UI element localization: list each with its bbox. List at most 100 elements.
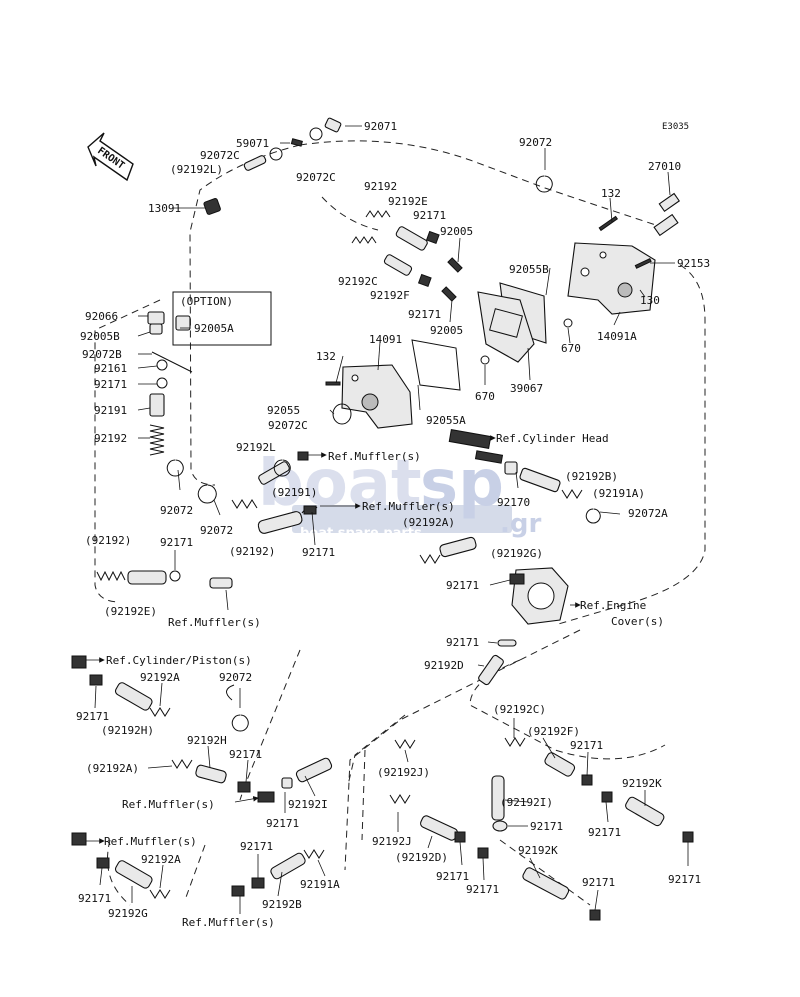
label-13091: 13091 bbox=[148, 202, 181, 215]
diagram-code: E3035 bbox=[662, 122, 689, 132]
label-92153: 92153 bbox=[677, 257, 710, 270]
label-92192b: (92192B) bbox=[565, 470, 618, 483]
label-92171: 92171 bbox=[78, 892, 111, 905]
label-92192i: (92192I) bbox=[500, 796, 553, 809]
label-92171: 92171 bbox=[466, 883, 499, 896]
label-130: 130 bbox=[640, 294, 660, 307]
reference-labels: Ref.Muffler(s) Ref.Cylinder Head Ref.Muf… bbox=[104, 432, 664, 929]
label-92192j: (92192J) bbox=[377, 766, 430, 779]
label-92192j: 92192J bbox=[372, 835, 412, 848]
label-92192b: 92192B bbox=[262, 898, 302, 911]
label-92171: 92171 bbox=[446, 636, 479, 649]
part-labels: 92071 59071 92072C (92192L) 92072C 13091… bbox=[76, 120, 710, 920]
label-92192a: 92192A bbox=[141, 853, 181, 866]
label-92005a: 92005A bbox=[194, 322, 234, 335]
label-92072c: 92072C bbox=[268, 419, 308, 432]
label-92191a: 92191A bbox=[300, 878, 340, 891]
label-92191a: (92191A) bbox=[592, 487, 645, 500]
label-92055b: 92055B bbox=[509, 263, 549, 276]
ref-cylinder-head: Ref.Cylinder Head bbox=[496, 432, 609, 445]
label-92192d: (92192D) bbox=[395, 851, 448, 864]
label-92192l: (92192L) bbox=[170, 163, 223, 176]
watermark: boat sp .gr boat spare parts bbox=[258, 447, 541, 541]
label-92072c: 92072C bbox=[296, 171, 336, 184]
ref-muffler: Ref.Muffler(s) bbox=[362, 500, 455, 513]
label-92171: 92171 bbox=[408, 308, 441, 321]
ref-engine-cover-line2: Cover(s) bbox=[611, 615, 664, 628]
label-92192k: 92192K bbox=[518, 844, 558, 857]
watermark-brand-left: boat bbox=[258, 447, 422, 521]
label-92192f: 92192F bbox=[370, 289, 410, 302]
label-92072a: 92072A bbox=[628, 507, 668, 520]
label-92171: 92171 bbox=[436, 870, 469, 883]
label-92191: 92191 bbox=[94, 404, 127, 417]
option-box: (OPTION) bbox=[172, 291, 272, 346]
front-arrow-icon: FRONT bbox=[87, 132, 134, 182]
label-92192i: 92192I bbox=[288, 798, 328, 811]
label-59071: 59071 bbox=[236, 137, 269, 150]
label-92192a: 92192A bbox=[140, 671, 180, 684]
label-92005: 92005 bbox=[440, 225, 473, 238]
label-92005b: 92005B bbox=[80, 330, 120, 343]
label-92005: 92005 bbox=[430, 324, 463, 337]
label-670: 670 bbox=[475, 390, 495, 403]
label-132: 132 bbox=[316, 350, 336, 363]
label-92192: 92192 bbox=[94, 432, 127, 445]
label-27010: 27010 bbox=[648, 160, 681, 173]
label-92171: 92171 bbox=[302, 546, 335, 559]
label-14091: 14091 bbox=[369, 333, 402, 346]
option-label: (OPTION) bbox=[180, 295, 233, 308]
label-92171: 92171 bbox=[530, 820, 563, 833]
label-92055: 92055 bbox=[267, 404, 300, 417]
parts-graphics bbox=[71, 117, 694, 921]
label-92072: 92072 bbox=[160, 504, 193, 517]
label-92192c: (92192C) bbox=[493, 703, 546, 716]
ref-cylinder-piston: Ref.Cylinder/Piston(s) bbox=[106, 654, 252, 667]
label-92170: 92170 bbox=[497, 496, 530, 509]
label-92192e: 92192E bbox=[388, 195, 428, 208]
label-92066: 92066 bbox=[85, 310, 118, 323]
ref-muffler: Ref.Muffler(s) bbox=[168, 616, 261, 629]
ref-muffler: Ref.Muffler(s) bbox=[104, 835, 197, 848]
label-92171: 92171 bbox=[668, 873, 701, 886]
label-92192h: (92192H) bbox=[101, 724, 154, 737]
label-92072: 92072 bbox=[219, 671, 252, 684]
leader-lines bbox=[86, 125, 689, 914]
label-92192d: 92192D bbox=[424, 659, 464, 672]
label-92192: 92192 bbox=[364, 180, 397, 193]
label-92191: (92191) bbox=[271, 486, 317, 499]
watermark-tagline: boat spare parts bbox=[300, 526, 422, 541]
label-92192: (92192) bbox=[85, 534, 131, 547]
label-92192l: 92192L bbox=[236, 441, 276, 454]
label-92171: 92171 bbox=[160, 536, 193, 549]
label-92072: 92072 bbox=[200, 524, 233, 537]
label-92171: 92171 bbox=[582, 876, 615, 889]
ref-muffler: Ref.Muffler(s) bbox=[328, 450, 421, 463]
label-39067: 39067 bbox=[510, 382, 543, 395]
label-92192e: (92192E) bbox=[104, 605, 157, 618]
label-92192: (92192) bbox=[229, 545, 275, 558]
ref-engine-cover-line1: Ref.Engine bbox=[580, 599, 646, 612]
ref-muffler: Ref.Muffler(s) bbox=[122, 798, 215, 811]
label-92171: 92171 bbox=[413, 209, 446, 222]
label-92171: 92171 bbox=[570, 739, 603, 752]
label-92192g: (92192G) bbox=[490, 547, 543, 560]
label-92192a: (92192A) bbox=[402, 516, 455, 529]
label-92192a: (92192A) bbox=[86, 762, 139, 775]
label-670: 670 bbox=[561, 342, 581, 355]
label-14091a: 14091A bbox=[597, 330, 637, 343]
label-92072: 92072 bbox=[519, 136, 552, 149]
label-92171: 92171 bbox=[229, 748, 262, 761]
label-92071: 92071 bbox=[364, 120, 397, 133]
label-92072b: 92072B bbox=[82, 348, 122, 361]
ref-muffler: Ref.Muffler(s) bbox=[182, 916, 275, 929]
label-92171: 92171 bbox=[446, 579, 479, 592]
label-132: 132 bbox=[601, 187, 621, 200]
label-92055a: 92055A bbox=[426, 414, 466, 427]
label-92072c: 92072C bbox=[200, 149, 240, 162]
label-92171: 92171 bbox=[76, 710, 109, 723]
label-92192k: 92192K bbox=[622, 777, 662, 790]
label-92171: 92171 bbox=[266, 817, 299, 830]
label-92192f: (92192F) bbox=[527, 725, 580, 738]
